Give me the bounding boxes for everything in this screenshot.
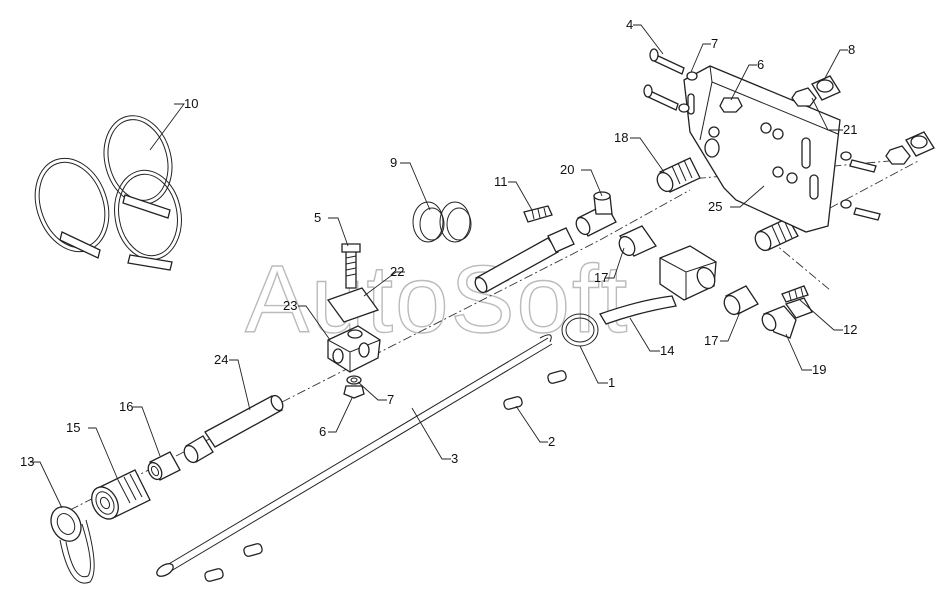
- part-22-plate: [326, 287, 380, 323]
- tube-assembly: [474, 227, 575, 294]
- callout-18: 18: [614, 130, 628, 145]
- leader-lines: [30, 24, 848, 509]
- callout-3: 3: [451, 451, 458, 466]
- callout-1: 1: [608, 375, 615, 390]
- part-11-spring: [523, 205, 553, 223]
- callout-14: 14: [660, 343, 674, 358]
- part-9-o-rings: [412, 201, 472, 243]
- part-17-fitting-upper: [618, 225, 657, 257]
- part-8-cap-nuts: [811, 75, 935, 157]
- callout-4: 4: [626, 17, 633, 32]
- callout-21: 21: [843, 122, 857, 137]
- callout-22: 22: [390, 264, 404, 279]
- part-6-nut-lower: [343, 385, 365, 399]
- part-18-fitting-upper: [656, 157, 701, 193]
- callout-24: 24: [214, 352, 228, 367]
- callout-17a: 17: [594, 270, 608, 285]
- part-5-bolt: [341, 243, 361, 289]
- part-6-nut-upper: [719, 97, 743, 113]
- part-16-adapter: [147, 451, 181, 481]
- callout-2: 2: [548, 434, 555, 449]
- part-7-washers-upper: [678, 71, 852, 209]
- part-13-dust-cap: [50, 506, 95, 584]
- part-10-cable-ties: [34, 115, 182, 271]
- part-18-fitting-lower: [754, 217, 799, 252]
- callout-13: 13: [20, 454, 34, 469]
- watermark-text: AutoSoft: [245, 246, 629, 353]
- part-7-washer-lower: [346, 375, 362, 385]
- part-23-block: [327, 325, 381, 373]
- callout-15: 15: [66, 420, 80, 435]
- part-12-spring: [781, 285, 809, 303]
- callout-10: 10: [184, 96, 198, 111]
- callout-6a: 6: [757, 57, 764, 72]
- callout-11: 11: [494, 174, 508, 189]
- part-24-pin: [183, 394, 284, 464]
- callout-12: 12: [843, 322, 857, 337]
- callout-8: 8: [848, 42, 855, 57]
- callout-labels: 4 7 6 8 10 9 11 20 18 21 25 5 22 23 24 1…: [20, 17, 857, 469]
- part-2-clips: [204, 370, 567, 582]
- part-19-elbow: [761, 297, 813, 339]
- callout-6b: 6: [319, 424, 326, 439]
- part-4-bolts: [643, 48, 881, 221]
- part-20-tee: [575, 191, 617, 237]
- callout-7a: 7: [711, 36, 718, 51]
- callout-5: 5: [314, 210, 321, 225]
- callout-20: 20: [560, 162, 574, 177]
- callout-7b: 7: [387, 392, 394, 407]
- callout-17b: 17: [704, 333, 718, 348]
- callout-23: 23: [283, 298, 297, 313]
- part-15-coupler: [91, 469, 151, 520]
- part-17-fitting-lower: [723, 285, 759, 316]
- callout-25: 25: [708, 199, 722, 214]
- callout-19: 19: [812, 362, 826, 377]
- part-3-cable: [156, 334, 553, 577]
- callout-16: 16: [119, 399, 133, 414]
- callout-9: 9: [390, 155, 397, 170]
- part-21-nuts: [791, 87, 911, 165]
- part-14-valve-body: [599, 245, 717, 325]
